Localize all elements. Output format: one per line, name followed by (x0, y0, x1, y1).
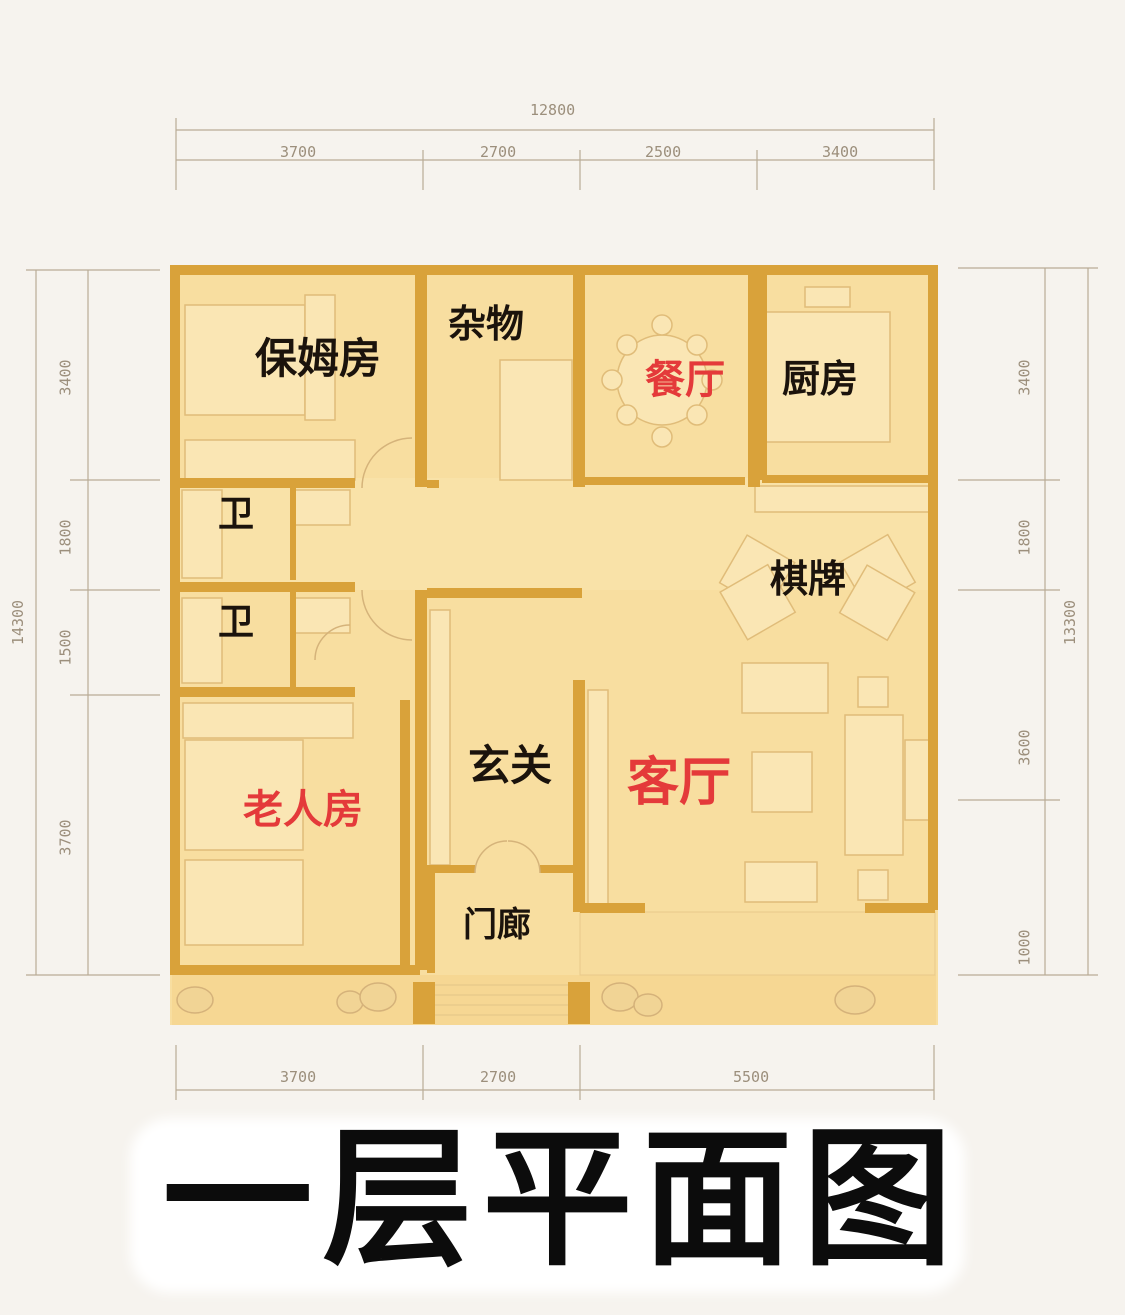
room-label-chess: 棋牌 (770, 557, 847, 601)
room-label-living: 客厅 (627, 753, 732, 813)
dim-left-4: 3700 (56, 819, 75, 856)
dim-right-1: 3400 (1015, 359, 1034, 396)
room-label-kitchen: 厨房 (782, 357, 859, 401)
dim-right-3: 3600 (1015, 729, 1034, 766)
room-label-bath-2: 卫 (218, 602, 255, 643)
dim-right-4: 1000 (1015, 929, 1034, 966)
dim-top-2: 2700 (480, 143, 517, 161)
front-terrace (172, 975, 936, 1025)
dim-left-2: 1800 (56, 519, 75, 556)
furniture (181, 286, 931, 946)
room-label-storage: 杂物 (448, 302, 525, 346)
dimension-lines (26, 118, 1098, 1100)
dim-right-2: 1800 (1015, 519, 1034, 556)
porch-terrace (579, 911, 936, 976)
room-label-foyer: 玄关 (468, 741, 553, 790)
dim-right-total: 13300 (1061, 599, 1080, 646)
dim-top-1: 3700 (280, 143, 317, 161)
dim-top-total: 12800 (530, 101, 576, 119)
walls (170, 265, 938, 1024)
dim-left-total: 14300 (9, 599, 28, 646)
dim-top-3: 2500 (645, 143, 682, 161)
dim-left-3: 1500 (56, 629, 75, 666)
page-title: 一层平面图 (162, 1113, 963, 1287)
shrubs (176, 982, 876, 1017)
title-background (130, 1118, 965, 1293)
room-label-porch: 门廊 (463, 905, 531, 945)
room-label-bath-1: 卫 (218, 494, 255, 535)
dim-bottom-3: 5500 (733, 1068, 770, 1086)
room-label-nanny: 保姆房 (255, 334, 382, 383)
dim-bottom-1: 3700 (280, 1068, 317, 1086)
room-label-dining: 餐厅 (645, 357, 725, 403)
room-label-elder: 老人房 (243, 787, 363, 833)
door-arcs (314, 437, 541, 874)
dim-left-1: 3400 (56, 359, 75, 396)
dim-top-4: 3400 (822, 143, 859, 161)
entry-steps (435, 984, 568, 1016)
dim-bottom-2: 2700 (480, 1068, 517, 1086)
